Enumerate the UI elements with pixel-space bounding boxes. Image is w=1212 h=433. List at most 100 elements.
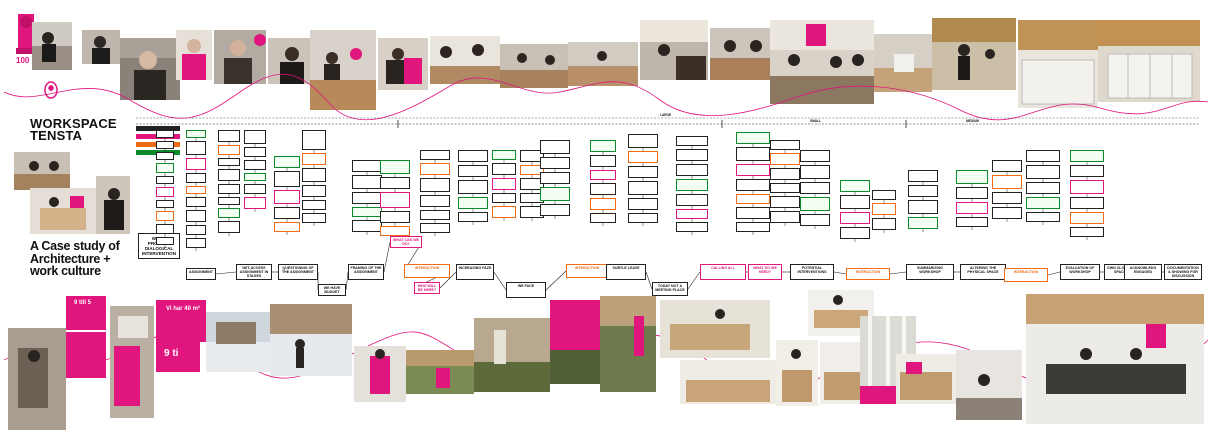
sub-box bbox=[628, 181, 658, 195]
sub-box bbox=[770, 196, 800, 208]
sub-box bbox=[1070, 227, 1104, 237]
sub-box bbox=[676, 222, 708, 232]
sub-box bbox=[186, 141, 206, 155]
sub-box bbox=[186, 225, 206, 235]
sub-box bbox=[908, 170, 938, 182]
sub-box bbox=[800, 165, 830, 179]
flow-step-8: WHO WILL BE HERE? bbox=[414, 282, 440, 294]
sub-box bbox=[872, 218, 896, 230]
sub-box bbox=[156, 187, 174, 197]
sub-box bbox=[274, 156, 300, 168]
top-photo-15 bbox=[874, 34, 932, 92]
sub-box bbox=[186, 197, 206, 207]
bottom-photo-6 bbox=[474, 318, 550, 392]
sub-box bbox=[956, 202, 988, 214]
flow-step-10: WE FACE bbox=[506, 282, 546, 298]
sub-box bbox=[218, 158, 240, 166]
sub-box bbox=[302, 185, 326, 197]
poster-text-2: Vi har 40 m² bbox=[166, 306, 200, 312]
poster-text-1: 9 till 5 bbox=[74, 300, 92, 306]
sub-box bbox=[1070, 165, 1104, 177]
flow-connector bbox=[1047, 271, 1061, 276]
bottom-photo-15 bbox=[896, 354, 956, 404]
sub-box bbox=[218, 208, 240, 218]
flow-step-17: INTERACTION bbox=[846, 268, 890, 280]
sub-box bbox=[156, 152, 174, 160]
flow-step-3: QUESTIONING OF THE ASSIGNMENT bbox=[278, 264, 318, 280]
sub-box bbox=[492, 206, 516, 218]
title-photo-1 bbox=[14, 152, 70, 190]
sub-box bbox=[992, 160, 1022, 172]
sub-box bbox=[274, 207, 300, 219]
sub-box bbox=[380, 226, 410, 236]
sub-box bbox=[908, 217, 938, 229]
sub-box bbox=[840, 212, 870, 224]
sub-box bbox=[380, 160, 410, 174]
sub-box bbox=[1070, 212, 1104, 224]
sub-box bbox=[186, 238, 206, 248]
bottom-poster-2 bbox=[66, 332, 106, 378]
sub-box bbox=[218, 197, 240, 205]
sub-box bbox=[156, 211, 174, 221]
sub-box bbox=[1026, 150, 1060, 162]
flow-step-5: FRAMING OF THE ASSIGNMENT bbox=[348, 264, 384, 280]
sub-box bbox=[244, 160, 266, 170]
sub-box bbox=[1070, 197, 1104, 209]
sub-box bbox=[352, 175, 382, 189]
sub-box bbox=[736, 132, 770, 144]
bottom-photo-3 bbox=[270, 304, 352, 376]
flow-connector bbox=[383, 241, 391, 273]
sub-box bbox=[770, 140, 800, 150]
sub-box bbox=[458, 212, 488, 222]
bottom-photo-11 bbox=[776, 340, 818, 406]
sub-box bbox=[676, 136, 708, 146]
bottom-photo-2 bbox=[206, 312, 272, 372]
top-photo-17 bbox=[1018, 20, 1098, 108]
sub-box bbox=[590, 155, 616, 167]
bottom-poster-4 bbox=[156, 300, 206, 342]
bottom-poster-3 bbox=[110, 306, 154, 418]
sub-box bbox=[908, 200, 938, 214]
sub-box bbox=[420, 210, 450, 220]
bottom-photo-9 bbox=[660, 300, 770, 358]
sub-box bbox=[770, 168, 800, 180]
sub-box bbox=[956, 187, 988, 199]
sub-box bbox=[274, 171, 300, 187]
sub-box bbox=[218, 221, 240, 233]
sub-box bbox=[628, 134, 658, 148]
sub-box bbox=[244, 130, 266, 144]
top-photo-3 bbox=[120, 38, 180, 100]
seal-logo bbox=[44, 80, 58, 100]
sub-box bbox=[770, 153, 800, 165]
sub-box bbox=[186, 130, 206, 138]
legend-swatch-black bbox=[136, 126, 180, 131]
flow-step-13: TODAY NOT A MEETING PLACE bbox=[652, 282, 688, 296]
sub-box bbox=[156, 130, 174, 138]
sub-box bbox=[352, 160, 382, 172]
sub-box bbox=[676, 194, 708, 206]
sub-box bbox=[540, 204, 570, 216]
sub-box bbox=[380, 192, 410, 208]
sub-box bbox=[1026, 212, 1060, 222]
flow-step-7: INTERACTION bbox=[404, 264, 450, 278]
sub-box bbox=[218, 169, 240, 181]
sub-box bbox=[872, 203, 896, 215]
sub-box bbox=[800, 197, 830, 211]
sub-box bbox=[736, 207, 770, 219]
phase-label-large: LARGE bbox=[660, 113, 672, 117]
sub-box bbox=[992, 192, 1022, 204]
sub-box bbox=[956, 170, 988, 184]
sub-box bbox=[186, 186, 206, 194]
sub-box bbox=[186, 173, 206, 183]
sub-box bbox=[590, 140, 616, 152]
sub-box bbox=[218, 145, 240, 155]
sub-box bbox=[492, 178, 516, 190]
sub-box bbox=[156, 141, 174, 149]
sub-box bbox=[156, 200, 174, 208]
sub-box bbox=[302, 130, 326, 150]
sub-box bbox=[992, 207, 1022, 219]
sub-box bbox=[840, 227, 870, 239]
sub-box bbox=[800, 214, 830, 226]
sub-box bbox=[992, 175, 1022, 189]
flow-connector bbox=[833, 271, 847, 275]
